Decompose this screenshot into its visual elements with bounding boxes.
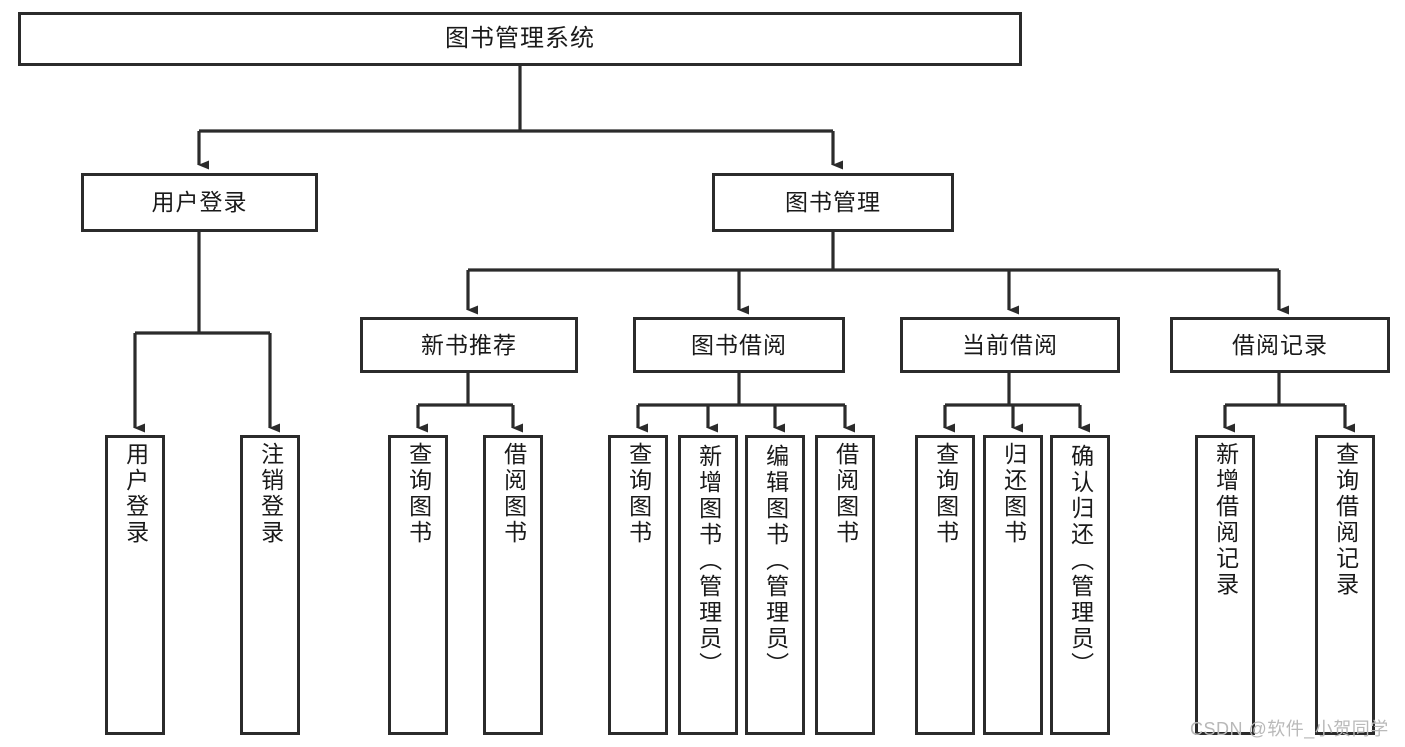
node-root[interactable]: 图书管理系统: [18, 12, 1022, 66]
node-leaf-query-record[interactable]: 查询借阅记录: [1315, 435, 1375, 735]
node-book-management-label: 图书管理: [785, 189, 881, 216]
node-user-login[interactable]: 用户登录: [81, 173, 318, 232]
node-new-book-recommend[interactable]: 新书推荐: [360, 317, 578, 373]
node-leaf-add-book-label: 新增图书（管理员）: [695, 444, 722, 678]
node-leaf-borrow-book-2[interactable]: 借阅图书: [815, 435, 875, 735]
node-user-login-label: 用户登录: [151, 189, 248, 216]
node-leaf-borrow-book-2-label: 借阅图书: [832, 442, 859, 546]
node-leaf-confirm-return-label: 确认归还（管理员）: [1067, 444, 1094, 678]
node-new-book-recommend-label: 新书推荐: [421, 331, 517, 358]
node-leaf-query-book-1[interactable]: 查询图书: [388, 435, 448, 735]
node-leaf-add-record[interactable]: 新增借阅记录: [1195, 435, 1255, 735]
csdn-watermark: CSDN @软件_小贺同学: [1190, 719, 1389, 739]
node-book-borrow[interactable]: 图书借阅: [633, 317, 845, 373]
node-leaf-query-book-3-label: 查询图书: [932, 442, 959, 546]
node-book-management[interactable]: 图书管理: [712, 173, 954, 232]
node-leaf-add-record-label: 新增借阅记录: [1212, 442, 1239, 598]
node-leaf-edit-book-label: 编辑图书（管理员）: [762, 444, 789, 678]
node-leaf-logout[interactable]: 注销登录: [240, 435, 300, 735]
node-leaf-query-book-2[interactable]: 查询图书: [608, 435, 668, 735]
node-current-borrow[interactable]: 当前借阅: [900, 317, 1120, 373]
node-current-borrow-label: 当前借阅: [962, 331, 1058, 358]
node-book-borrow-label: 图书借阅: [691, 331, 787, 358]
node-leaf-query-book-1-label: 查询图书: [405, 442, 432, 546]
node-leaf-return-book-label: 归还图书: [1000, 442, 1027, 546]
node-leaf-confirm-return[interactable]: 确认归还（管理员）: [1050, 435, 1110, 735]
node-leaf-logout-label: 注销登录: [257, 442, 284, 546]
node-leaf-query-book-2-label: 查询图书: [625, 442, 652, 546]
node-leaf-return-book[interactable]: 归还图书: [983, 435, 1043, 735]
node-leaf-user-login-label: 用户登录: [122, 442, 149, 546]
node-leaf-borrow-book-1-label: 借阅图书: [500, 442, 527, 546]
node-leaf-add-book[interactable]: 新增图书（管理员）: [678, 435, 738, 735]
node-root-label: 图书管理系统: [445, 25, 595, 53]
node-borrow-record-label: 借阅记录: [1232, 331, 1328, 358]
node-leaf-borrow-book-1[interactable]: 借阅图书: [483, 435, 543, 735]
node-leaf-user-login[interactable]: 用户登录: [105, 435, 165, 735]
node-leaf-query-book-3[interactable]: 查询图书: [915, 435, 975, 735]
node-borrow-record[interactable]: 借阅记录: [1170, 317, 1390, 373]
node-leaf-edit-book[interactable]: 编辑图书（管理员）: [745, 435, 805, 735]
node-leaf-query-record-label: 查询借阅记录: [1332, 442, 1359, 598]
